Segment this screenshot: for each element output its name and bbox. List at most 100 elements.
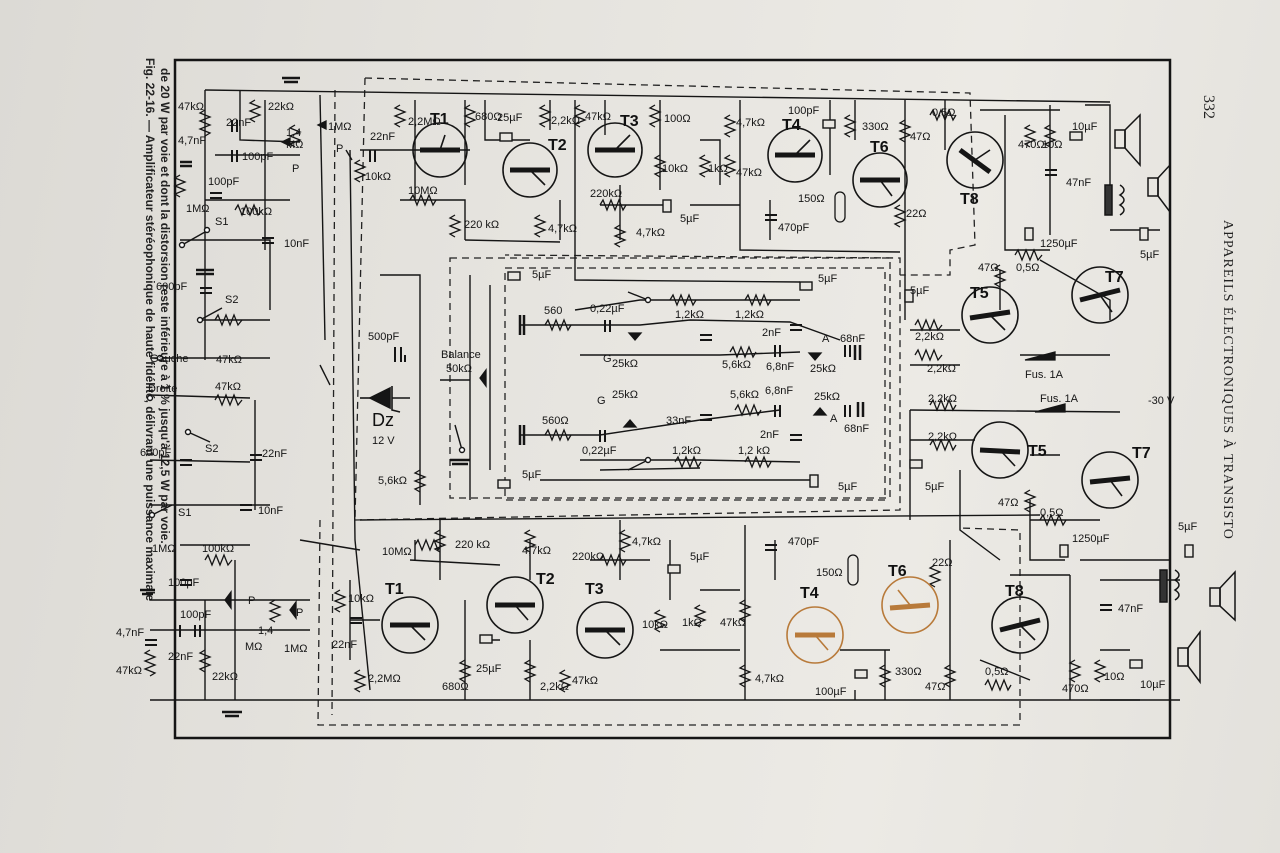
svg-text:5µF: 5µF xyxy=(910,285,929,297)
svg-text:5µF: 5µF xyxy=(690,551,709,563)
svg-text:10MΩ: 10MΩ xyxy=(382,546,412,558)
svg-text:1,4: 1,4 xyxy=(286,127,301,139)
svg-text:4,7kΩ: 4,7kΩ xyxy=(636,227,665,239)
transistor-t8-top xyxy=(946,131,1004,189)
svg-text:47kΩ: 47kΩ xyxy=(216,354,242,366)
svg-text:5µF: 5µF xyxy=(1140,249,1159,261)
svg-text:10Ω: 10Ω xyxy=(1042,139,1062,151)
transistor-t7-top xyxy=(1071,266,1129,324)
svg-text:1kΩ: 1kΩ xyxy=(708,163,728,175)
svg-text:2nF: 2nF xyxy=(762,327,781,339)
svg-text:1kΩ: 1kΩ xyxy=(682,617,702,629)
svg-text:50kΩ: 50kΩ xyxy=(446,363,472,375)
svg-text:100pF: 100pF xyxy=(788,105,819,117)
svg-text:47nF: 47nF xyxy=(1118,603,1143,615)
transformer-coils xyxy=(1104,184,1180,603)
svg-text:2,2kΩ: 2,2kΩ xyxy=(927,363,956,375)
transistor-t2-bottom xyxy=(486,576,544,634)
svg-text:1MΩ: 1MΩ xyxy=(186,203,210,215)
svg-text:2,2kΩ: 2,2kΩ xyxy=(540,681,569,693)
svg-text:22Ω: 22Ω xyxy=(906,208,926,220)
label-t8-bottom: T8 xyxy=(1005,583,1024,600)
svg-text:10µF: 10µF xyxy=(1140,679,1166,691)
svg-text:5µF: 5µF xyxy=(818,273,837,285)
label-t6-bottom: T6 xyxy=(888,563,907,580)
svg-text:2,2kΩ: 2,2kΩ xyxy=(915,331,944,343)
label-t4-bottom: T4 xyxy=(800,585,819,602)
label-t1-bottom: T1 xyxy=(385,581,404,598)
label-gauche: Gauche xyxy=(150,353,189,365)
svg-text:500pF: 500pF xyxy=(368,331,399,343)
svg-text:47kΩ: 47kΩ xyxy=(720,617,746,629)
svg-text:APPAREILS ÉLECTRONIQUES À TRAN: APPAREILS ÉLECTRONIQUES À TRANSISTO xyxy=(1220,220,1237,540)
svg-text:22nF: 22nF xyxy=(262,448,287,460)
svg-text:150Ω: 150Ω xyxy=(798,193,825,205)
svg-text:4,7kΩ: 4,7kΩ xyxy=(736,117,765,129)
label-p-bottom2: P xyxy=(296,607,303,619)
svg-text:68nF: 68nF xyxy=(844,423,869,435)
diagram-frame xyxy=(173,58,1172,740)
control-labels: Gauche Droite Balance S1 S2 S2 S1 P P P … xyxy=(148,143,1175,619)
svg-text:47kΩ: 47kΩ xyxy=(736,167,762,179)
svg-text:100pF: 100pF xyxy=(242,151,273,163)
svg-text:10kΩ: 10kΩ xyxy=(642,619,668,631)
label-t2-bottom: T2 xyxy=(536,571,555,588)
label-t3-top: T3 xyxy=(620,113,639,130)
label-t6-top: T6 xyxy=(870,139,889,156)
svg-text:10kΩ: 10kΩ xyxy=(348,593,374,605)
svg-text:33nF: 33nF xyxy=(666,415,691,427)
svg-text:1,2 kΩ: 1,2 kΩ xyxy=(738,445,770,457)
svg-text:47kΩ: 47kΩ xyxy=(215,381,241,393)
svg-text:220kΩ: 220kΩ xyxy=(590,188,622,200)
svg-text:220 kΩ: 220 kΩ xyxy=(455,539,490,551)
component-values: 47kΩ 4,7nF 22nF 22kΩ 100pF 1,4 MΩ 1MΩ 10… xyxy=(116,101,1197,698)
label-t5-bottom: T5 xyxy=(1028,443,1047,460)
svg-text:Fig. 22-16. — Amplificateur st: Fig. 22-16. — Amplificateur stéréophoniq… xyxy=(143,58,157,601)
label-dz: Dz xyxy=(372,410,394,430)
svg-text:6,8nF: 6,8nF xyxy=(766,361,794,373)
svg-text:10nF: 10nF xyxy=(258,505,283,517)
svg-text:10MΩ: 10MΩ xyxy=(408,185,438,197)
svg-text:0,22µF: 0,22µF xyxy=(582,445,617,457)
svg-text:0,5Ω: 0,5Ω xyxy=(985,666,1009,678)
wiring xyxy=(149,89,1180,701)
svg-text:10Ω: 10Ω xyxy=(1104,671,1124,683)
svg-text:4,7nF: 4,7nF xyxy=(116,627,144,639)
svg-text:100kΩ: 100kΩ xyxy=(240,206,272,218)
page-number: 332 xyxy=(1200,95,1217,119)
svg-text:5,6kΩ: 5,6kΩ xyxy=(730,389,759,401)
svg-text:100kΩ: 100kΩ xyxy=(202,543,234,555)
svg-text:47nF: 47nF xyxy=(1066,177,1091,189)
svg-text:de 20 W par voie et dont la di: de 20 W par voie et dont la distorsion r… xyxy=(158,68,172,544)
svg-text:600pF: 600pF xyxy=(140,447,171,459)
running-head: APPAREILS ÉLECTRONIQUES À TRANSISTO xyxy=(1220,220,1237,540)
switches xyxy=(146,149,652,519)
svg-text:22kΩ: 22kΩ xyxy=(268,101,294,113)
svg-text:68nF: 68nF xyxy=(840,333,865,345)
svg-text:10kΩ: 10kΩ xyxy=(365,171,391,183)
svg-text:1,2kΩ: 1,2kΩ xyxy=(672,445,701,457)
label-a-bottom: A xyxy=(830,413,838,425)
svg-text:2,2MΩ: 2,2MΩ xyxy=(368,673,401,685)
resistors xyxy=(143,99,1107,693)
svg-text:560Ω: 560Ω xyxy=(542,415,569,427)
svg-text:100µF: 100µF xyxy=(815,686,847,698)
transistor-t5-bottom xyxy=(971,421,1029,479)
label-t5-top: T5 xyxy=(970,285,989,302)
svg-text:25µF: 25µF xyxy=(476,663,502,675)
svg-text:0,5Ω: 0,5Ω xyxy=(1016,262,1040,274)
svg-text:5,6kΩ: 5,6kΩ xyxy=(378,475,407,487)
svg-text:10µF: 10µF xyxy=(1072,121,1098,133)
svg-text:5µF: 5µF xyxy=(522,469,541,481)
capacitors xyxy=(145,120,1112,646)
svg-text:220kΩ: 220kΩ xyxy=(572,551,604,563)
fuse-icons xyxy=(1024,351,1066,413)
label-s2-bottom: S2 xyxy=(205,443,218,455)
svg-text:22nF: 22nF xyxy=(168,651,193,663)
label-t7-bottom: T7 xyxy=(1132,445,1151,462)
svg-text:5µF: 5µF xyxy=(532,269,551,281)
label-p-top2: P xyxy=(336,143,343,155)
ground-symbols xyxy=(140,76,865,718)
electrolytics xyxy=(479,119,1194,679)
svg-text:100pF: 100pF xyxy=(208,176,239,188)
